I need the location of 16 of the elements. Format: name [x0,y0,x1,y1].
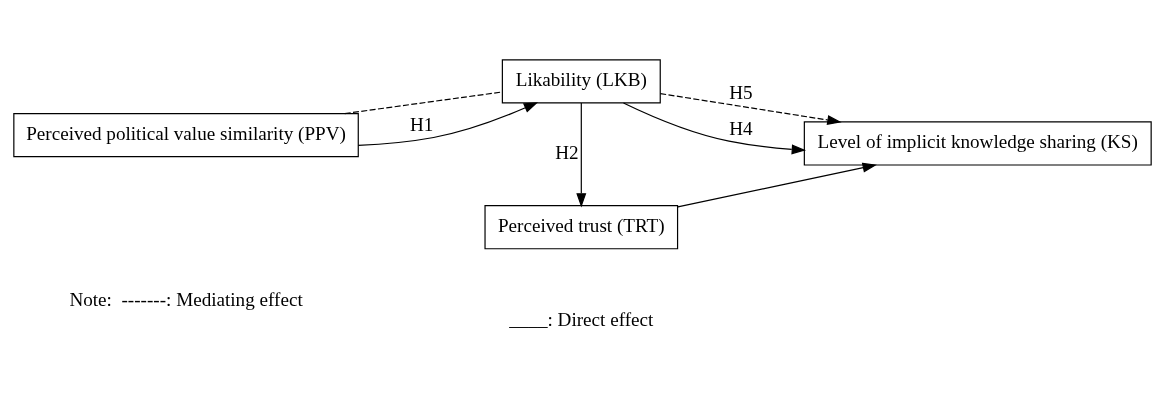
arrow [576,101,587,207]
arrow [622,101,807,154]
arrow [677,162,877,208]
label: Note: -------: Mediating effect [69,288,303,310]
arrow [357,101,539,146]
node-box: Likability (LKB) [501,58,661,103]
label: ____: Direct effect [509,308,654,330]
node-box: Perceived trust (TRT) [484,204,679,249]
edge-label: H1 [409,113,434,135]
node-box: Level of implicit knowledge sharing (KS) [803,120,1152,166]
arrow [659,92,842,125]
edge-label: H2 [555,141,579,163]
edge-label: H5 [729,81,753,103]
edge-label: H4 [729,117,753,139]
connector [344,90,503,114]
node-box: Perceived political value similarity (PPV) [13,112,359,157]
